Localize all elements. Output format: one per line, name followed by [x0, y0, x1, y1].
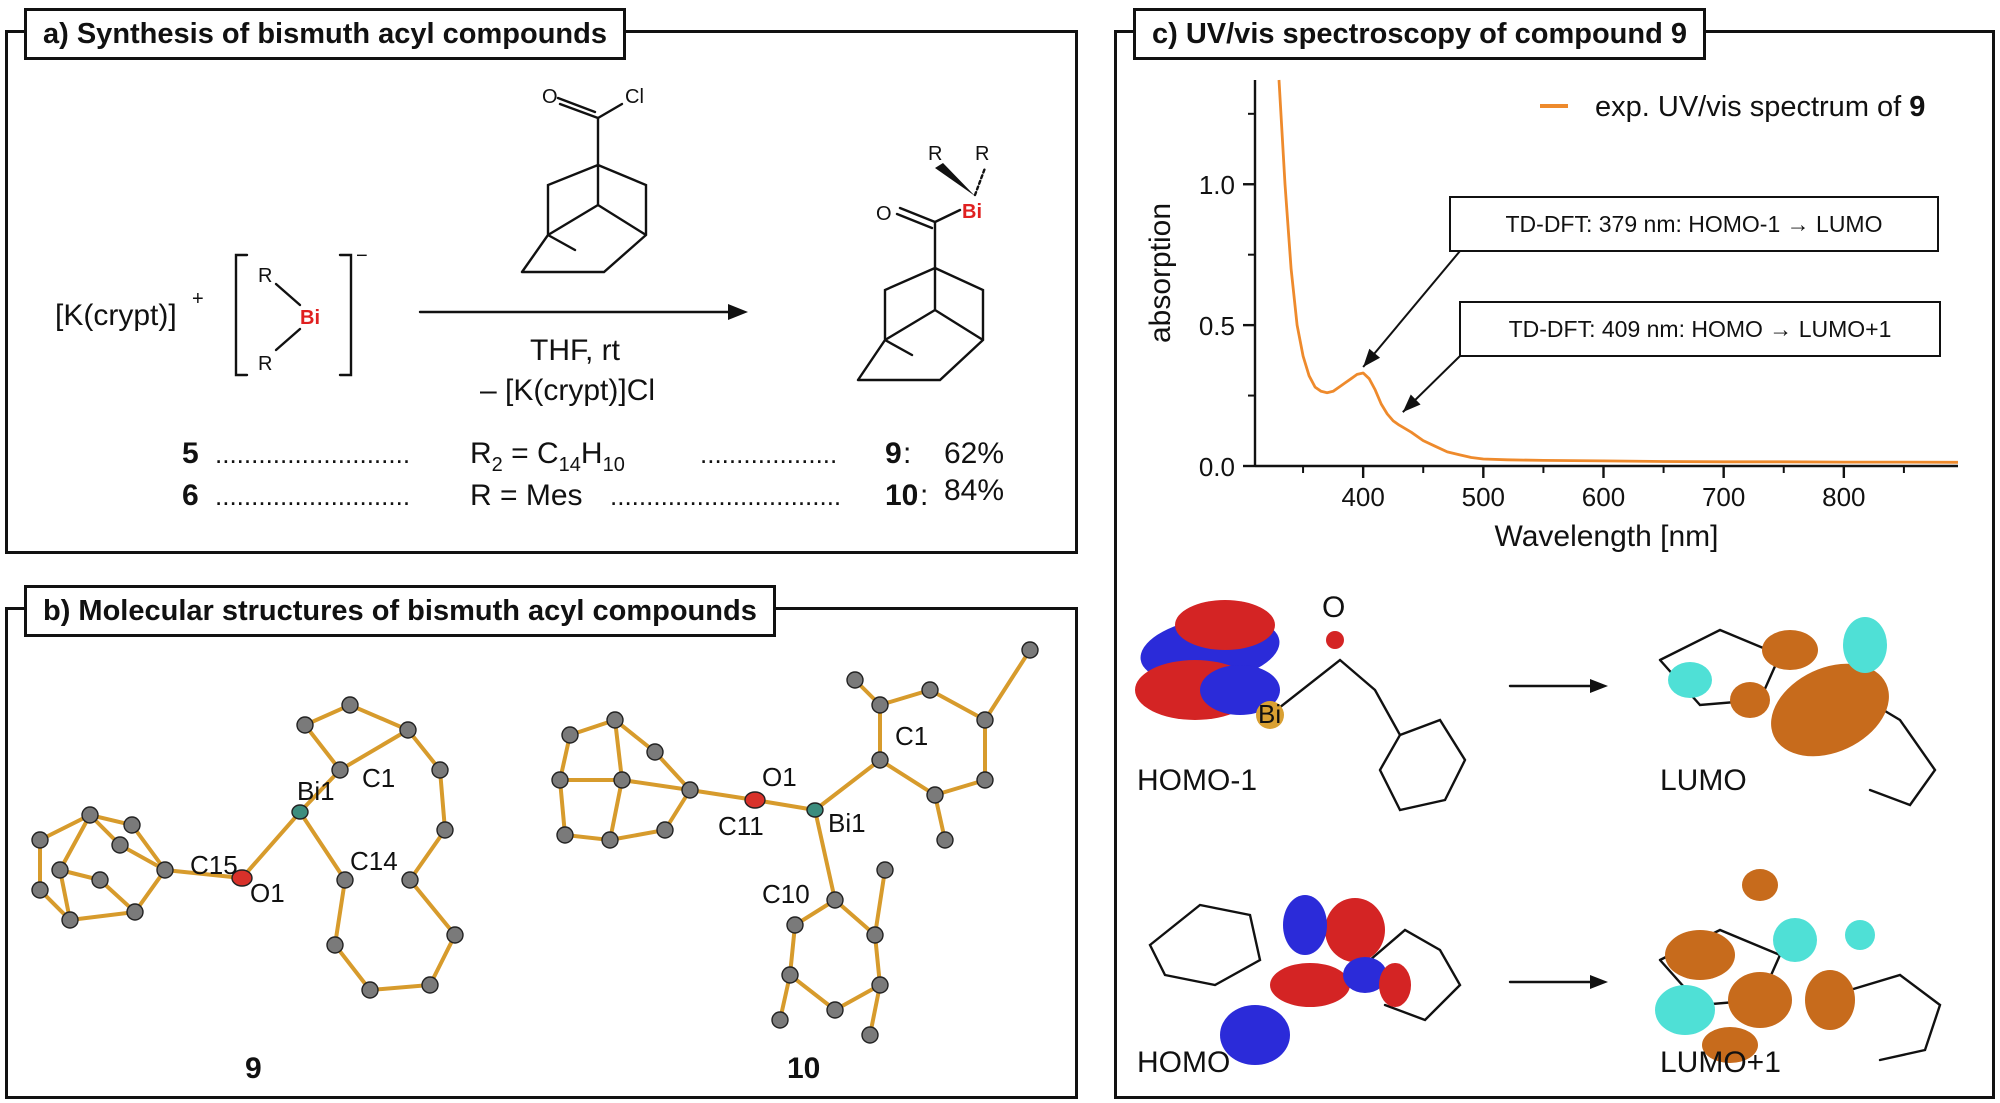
- row-2-product: 10: [885, 479, 918, 512]
- orbital-label-homo-1: HOMO-1: [1137, 764, 1257, 797]
- x-tick-label: 700: [1702, 482, 1745, 512]
- panel-b: [5, 607, 1078, 1099]
- orbital-label-lumo1: LUMO+1: [1660, 1046, 1781, 1079]
- x-axis-label: Wavelength [nm]: [1495, 520, 1719, 553]
- x-tick-label: 600: [1582, 482, 1625, 512]
- reactant-cation: [K(crypt)]: [55, 299, 177, 332]
- label-10-o1: O1: [762, 762, 797, 792]
- annotation-text: TD-DFT: 379 nm: HOMO-1 → LUMO: [1506, 211, 1883, 237]
- homo-minus-1-orbital: [1135, 600, 1467, 812]
- anion-bi: Bi: [300, 307, 320, 329]
- row-2-yield: 84%: [944, 474, 1004, 507]
- label-9-c15: C15: [190, 850, 238, 880]
- y-tick-label: 0.5: [1199, 311, 1235, 341]
- synthesis-scheme: [K(crypt)] + − R R Bi O Cl THF, rt – [K(…: [55, 86, 1004, 512]
- row-2-start: 6: [182, 479, 199, 512]
- annotation-arrow: [1362, 250, 1461, 368]
- row-1-formula: R2 = C14H10: [470, 437, 625, 476]
- lumo-plus-1-orbital: [1655, 869, 1942, 1063]
- row-1-dots-left: ...........................: [215, 439, 410, 469]
- label-9-c1: C1: [362, 763, 395, 793]
- orbital-label-lumo: LUMO: [1660, 764, 1747, 797]
- label-10-c1: C1: [895, 721, 928, 751]
- ortep-compound-10: [551, 641, 1039, 1044]
- svg-text::: :: [903, 437, 911, 470]
- label-10-bi1: Bi1: [828, 808, 866, 838]
- reagent-o: O: [542, 86, 558, 108]
- x-tick-label: 800: [1822, 482, 1865, 512]
- panel-b-title: b) Molecular structures of bismuth acyl …: [24, 585, 776, 637]
- y-tick-label: 0.0: [1199, 452, 1235, 482]
- left-bracket: [234, 253, 249, 377]
- anion-r-lower: R: [258, 353, 272, 375]
- svg-text:O: O: [876, 203, 892, 225]
- annotation-arrowhead: [1363, 348, 1381, 368]
- label-9-o1: O1: [250, 878, 285, 908]
- legend-label: exp. UV/vis spectrum of 9: [1595, 91, 1925, 123]
- reagent-adamantane: [520, 96, 648, 274]
- row-2-formula: R = Mes: [470, 479, 583, 512]
- x-tick-label: 400: [1341, 482, 1384, 512]
- panel-a: [5, 30, 1078, 554]
- y-tick-label: 1.0: [1199, 170, 1235, 200]
- annotation-box: [1449, 196, 1939, 252]
- condition-2: – [K(crypt)]Cl: [480, 374, 655, 407]
- compound-10-label: 10: [787, 1052, 820, 1085]
- svg-text:R: R: [975, 143, 989, 165]
- y-axis-label: absorption: [1144, 203, 1177, 343]
- condition-1: THF, rt: [530, 334, 621, 367]
- homo-orbital: [1148, 895, 1462, 1065]
- cation-charge: +: [192, 288, 204, 310]
- reagent-cl: Cl: [625, 86, 644, 108]
- spectrum-line: [1277, 79, 1959, 464]
- orbital-label-homo: HOMO: [1137, 1046, 1230, 1079]
- annotation-arrowhead: [1402, 394, 1421, 413]
- x-tick-label: 500: [1462, 482, 1505, 512]
- row-1-product: 9: [885, 437, 902, 470]
- label-10-c11: C11: [718, 811, 764, 841]
- ortep-compound-9: [31, 696, 464, 999]
- annotation-text: TD-DFT: 409 nm: HOMO → LUMO+1: [1509, 316, 1892, 342]
- row-1-dots-right: ...................: [700, 439, 837, 469]
- row-1-start: 5: [182, 437, 199, 470]
- label-9-bi1: Bi1: [297, 776, 335, 806]
- product-structure: R R O Bi: [856, 143, 989, 382]
- compound-9-label: 9: [245, 1052, 262, 1085]
- anion-charge: −: [356, 245, 368, 267]
- label-10-c10: C10: [762, 879, 810, 909]
- svg-text::: :: [920, 479, 928, 512]
- molecular-structures: Bi1 C1 C15 O1 C14 9 O1 C1 C11 Bi1 C10 10: [31, 641, 1039, 1085]
- row-2-dots-right: ................................: [610, 481, 841, 511]
- orbital-atom-o: O: [1322, 591, 1345, 624]
- panel-c-title: c) UV/vis spectroscopy of compound 9: [1133, 8, 1707, 60]
- lumo-orbital: [1658, 617, 1937, 807]
- label-9-c14: C14: [350, 846, 398, 876]
- anion-r-upper: R: [258, 265, 272, 287]
- svg-text:Bi: Bi: [962, 201, 982, 223]
- orbital-atom-bi: Bi: [1258, 699, 1281, 729]
- annotation-box: [1459, 301, 1941, 357]
- right-bracket: [338, 253, 353, 377]
- row-1-yield: 62%: [944, 437, 1004, 470]
- panel-a-title: a) Synthesis of bismuth acyl compounds: [24, 8, 626, 60]
- svg-text:R: R: [928, 143, 942, 165]
- row-2-dots-left: ...........................: [215, 481, 410, 511]
